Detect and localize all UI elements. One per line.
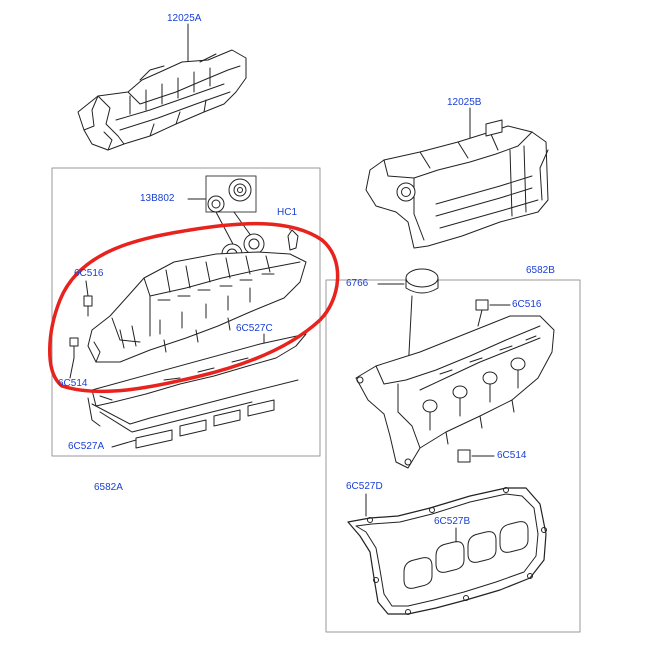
- callout-6c514-right[interactable]: 6C514: [497, 450, 527, 461]
- callout-6582a[interactable]: 6582A: [94, 482, 123, 493]
- valve-cover-left-6582a[interactable]: [87, 251, 307, 363]
- gasket-6c527b[interactable]: [403, 521, 529, 589]
- leader-line: [111, 439, 137, 448]
- engine-cover-12025a[interactable]: [77, 23, 247, 151]
- sensor-6c514-right[interactable]: [457, 449, 495, 463]
- engine-cover-12025b[interactable]: [365, 107, 549, 249]
- callout-12025a[interactable]: 12025A: [167, 13, 202, 24]
- oil-filler-cap-6766[interactable]: [377, 268, 439, 373]
- callout-6766[interactable]: 6766: [346, 278, 369, 289]
- callout-6c514-left[interactable]: 6C514: [58, 378, 88, 389]
- callout-12025b[interactable]: 12025B: [447, 97, 482, 108]
- callout-6c527c[interactable]: 6C527C: [236, 323, 273, 334]
- callout-6582b[interactable]: 6582B: [526, 265, 555, 276]
- callout-13b802[interactable]: 13B802: [140, 193, 175, 204]
- valve-cover-right-6582b[interactable]: [355, 315, 555, 469]
- left-panel-frame: [51, 167, 321, 457]
- callout-6c527a[interactable]: 6C527A: [68, 441, 105, 452]
- sensor-6c514-left[interactable]: [69, 337, 79, 379]
- cap-set-13b802[interactable]: [187, 175, 265, 265]
- callout-6c516-left[interactable]: 6C516: [74, 268, 104, 279]
- gasket-6c527a[interactable]: [91, 379, 299, 449]
- gasket-6c527d[interactable]: [347, 487, 547, 615]
- right-panel-frame: [325, 279, 581, 633]
- callout-6c516-right[interactable]: 6C516: [512, 299, 542, 310]
- sensor-6c516-right[interactable]: [475, 299, 511, 327]
- callout-6c527d[interactable]: 6C527D: [346, 481, 383, 492]
- sensor-6c516-left[interactable]: [83, 280, 93, 317]
- highlight-circle: [48, 221, 340, 394]
- callout-6c527b[interactable]: 6C527B: [434, 516, 471, 527]
- callout-hc1[interactable]: HC1: [277, 207, 298, 218]
